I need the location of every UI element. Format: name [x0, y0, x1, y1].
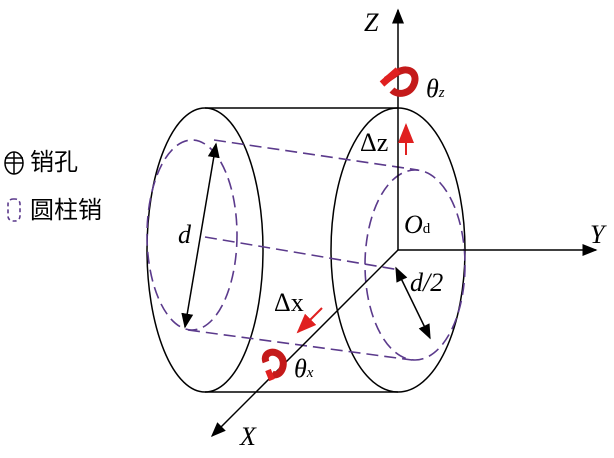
rotation-x-icon — [261, 348, 287, 382]
half-diameter-label: d/2 — [410, 268, 444, 297]
x-axis-label: X — [240, 422, 256, 451]
diameter-label: d — [178, 220, 191, 249]
pin-top-edge — [213, 139, 419, 171]
theta-x-symbol: θ — [294, 354, 307, 383]
rotation-z-icon — [379, 66, 419, 97]
theta-x-subscript: x — [306, 365, 314, 381]
legend-cylindrical-pin-label: 圆柱销 — [30, 196, 102, 224]
theta-x-label: θx — [294, 356, 313, 382]
cylindrical-pin-icon — [7, 198, 21, 222]
pin-right-end — [364, 169, 466, 361]
half-diameter-arrow — [395, 266, 431, 340]
y-axis-label: Y — [590, 220, 605, 249]
theta-z-subscript: z — [438, 85, 445, 101]
delta-z-label: Δz — [360, 128, 389, 157]
delta-x-arrow — [296, 307, 323, 334]
pin-left-end — [146, 139, 238, 331]
origin-label: Od — [404, 212, 430, 238]
pin-bottom-edge — [187, 329, 413, 361]
diameter-arrow — [181, 142, 220, 329]
cylindrical-pin — [146, 139, 466, 361]
z-axis-label: Z — [364, 8, 379, 37]
origin-symbol: O — [404, 210, 423, 239]
theta-z-symbol: θ — [426, 74, 439, 103]
pin-center-line — [204, 236, 401, 271]
x-axis — [210, 249, 399, 438]
left-end-face — [146, 107, 264, 393]
origin-subscript: d — [422, 221, 431, 237]
pin-hole-icon — [4, 151, 24, 175]
delta-x-label: Δx — [274, 288, 304, 317]
legend-pin-hole-label: 销孔 — [30, 148, 78, 176]
theta-z-label: θz — [426, 76, 445, 102]
axes — [181, 8, 598, 438]
